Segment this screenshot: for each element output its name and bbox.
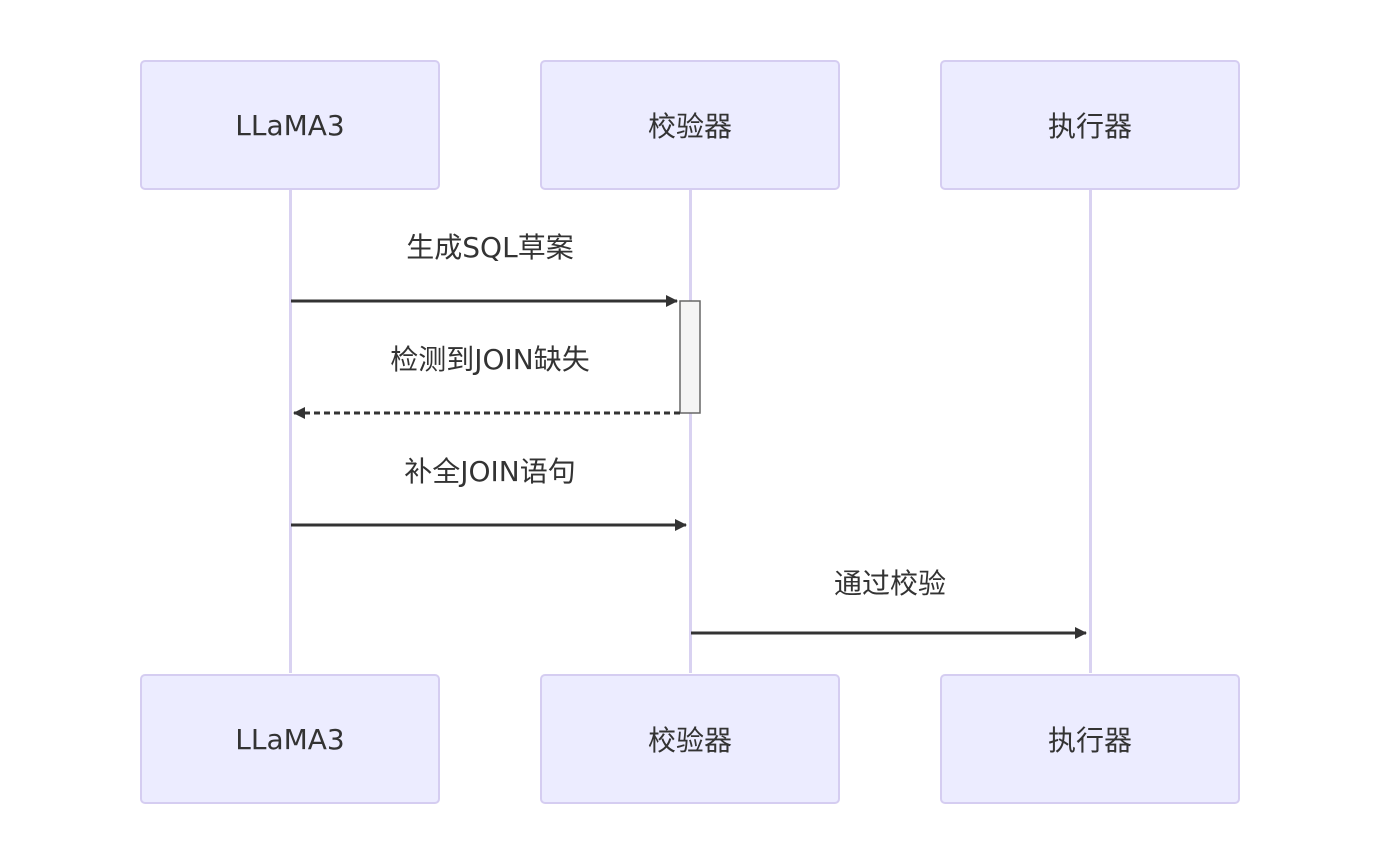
actor-label: 校验器 [647, 110, 732, 143]
actor-label: 执行器 [1047, 724, 1132, 757]
message-label-4: 通过校验 [833, 567, 946, 600]
lifeline-validator [689, 190, 692, 673]
actor-top-validator: 校验器 [540, 60, 840, 190]
actor-label: 执行器 [1047, 110, 1132, 143]
actor-bottom-validator: 校验器 [540, 674, 840, 804]
lifeline-executor [1089, 190, 1092, 673]
actor-label: 校验器 [647, 724, 732, 757]
actor-bottom-llama: LLaMA3 [140, 674, 440, 804]
message-label-2: 检测到JOIN缺失 [390, 343, 590, 376]
actor-bottom-executor: 执行器 [940, 674, 1240, 804]
lifeline-llama [289, 190, 292, 673]
message-label-3: 补全JOIN语句 [404, 455, 576, 488]
message-label-1: 生成SQL草案 [406, 231, 574, 264]
actor-top-executor: 执行器 [940, 60, 1240, 190]
activation-bar [679, 300, 701, 414]
actor-top-llama: LLaMA3 [140, 60, 440, 190]
actor-label: LLaMA3 [235, 108, 345, 142]
actor-label: LLaMA3 [235, 722, 345, 756]
